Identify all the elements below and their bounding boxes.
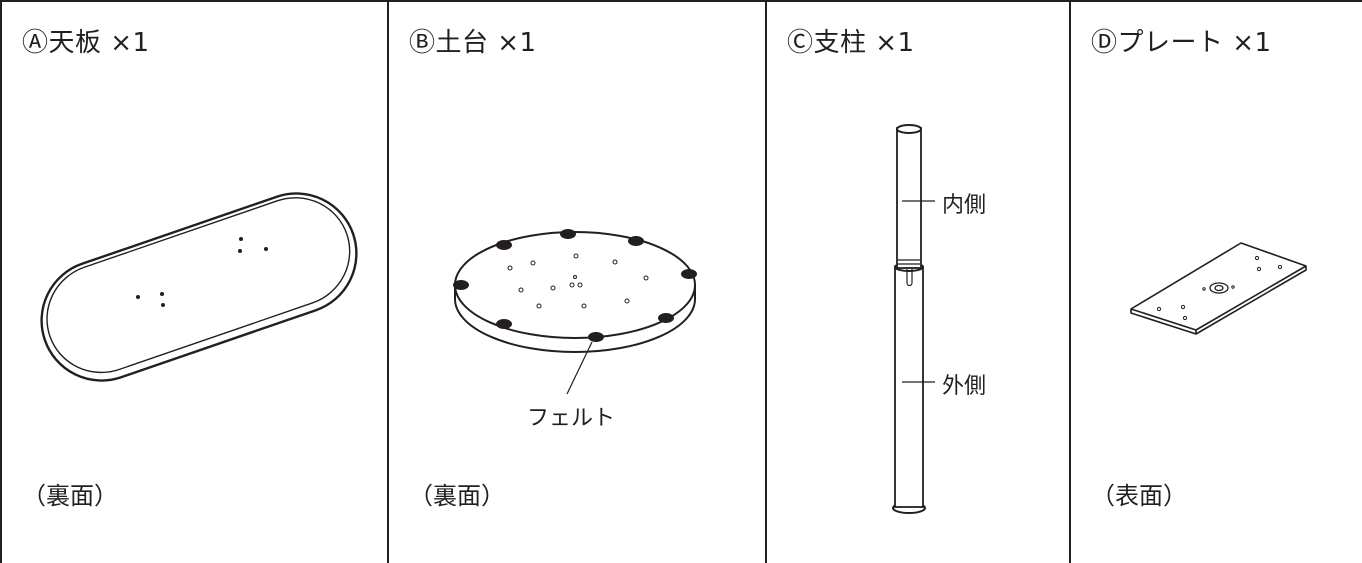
part-title-column: Ⓒ支柱 ×1 bbox=[787, 28, 915, 58]
side-label-tabletop: （裏面） bbox=[22, 482, 118, 510]
side-label-base: （裏面） bbox=[409, 482, 505, 510]
base-illustration bbox=[453, 229, 697, 395]
felt-pad bbox=[560, 229, 576, 239]
part-cell-base: Ⓑ土台 ×1 bbox=[389, 2, 767, 563]
column-illustration bbox=[892, 124, 935, 514]
callout-inner: 内側 bbox=[942, 193, 987, 218]
plate-illustration bbox=[1130, 242, 1307, 335]
felt-pad bbox=[628, 236, 644, 246]
felt-pad bbox=[496, 240, 512, 250]
part-cell-tabletop: Ⓐ天板 ×1 （裏面） bbox=[2, 2, 389, 563]
callout-felt: フェルト bbox=[527, 406, 616, 431]
tabletop-illustration bbox=[40, 192, 358, 382]
part-cell-column: Ⓒ支柱 ×1 内側 外側 bbox=[767, 2, 1071, 563]
felt-pad bbox=[588, 332, 604, 342]
felt-pad bbox=[453, 280, 469, 290]
felt-pad bbox=[496, 319, 512, 329]
part-title-base: Ⓑ土台 ×1 bbox=[409, 28, 537, 58]
felt-pad bbox=[658, 313, 674, 323]
part-title-plate: Ⓓプレート ×1 bbox=[1091, 28, 1272, 58]
part-cell-plate: Ⓓプレート ×1 （表面） bbox=[1071, 2, 1362, 563]
felt-pad bbox=[681, 269, 697, 279]
part-title-tabletop: Ⓐ天板 ×1 bbox=[22, 28, 150, 58]
side-label-plate: （表面） bbox=[1091, 482, 1187, 510]
callout-outer: 外側 bbox=[942, 374, 987, 399]
